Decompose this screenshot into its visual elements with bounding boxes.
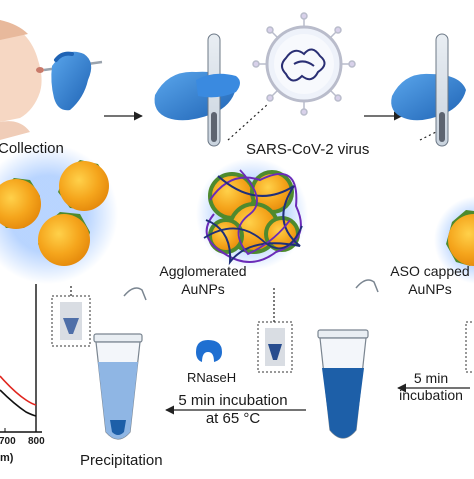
label-incubation-65c: 5 min incubation at 65 °C [158, 392, 308, 428]
microtube-precipitation [93, 287, 147, 440]
axis-tick-800: 800 [28, 436, 45, 447]
sample-tube-glove-right [391, 33, 466, 147]
cuvette-photo-left [51, 295, 91, 347]
label-precipitation: Precipitation [80, 452, 163, 469]
label-agglomerated-line2: AuNPs [181, 281, 225, 297]
cuvette-photo-right [465, 321, 474, 373]
sars-cov-2-virus-icon [252, 12, 356, 116]
dispersed-aunps-left [0, 144, 118, 284]
label-aso-line1: ASO capped [390, 263, 470, 279]
label-aso-capped-aunps: ASO capped AuNPs [384, 262, 474, 298]
dotted-leader-virus [227, 103, 269, 141]
label-incubation-right-line2: incubation [399, 387, 463, 403]
swab-glove-left [43, 51, 103, 111]
aso-capped-aunp-right [434, 196, 474, 284]
rnaseh-enzyme-icon [196, 340, 222, 362]
label-incubation-right-line1: 5 min [413, 370, 449, 386]
label-sars-cov-2-virus: SARS-CoV-2 virus [246, 141, 370, 158]
label-collection: Collection [0, 140, 64, 157]
label-agglomerated-line1: Agglomerated [159, 263, 247, 279]
label-rnaseh: RNaseH [187, 370, 237, 385]
label-incubation-right: 5 min incubation [388, 370, 474, 404]
agglomerated-aunps-cluster [196, 158, 308, 270]
uv-vis-spectrum-plot [0, 284, 42, 433]
label-incubation-65-line2: at 65 °C [205, 410, 261, 427]
label-aso-line2: AuNPs [408, 281, 452, 297]
microtube-center [317, 279, 379, 439]
axis-unit-label: m) [0, 452, 14, 464]
patient-face-illustration [0, 20, 44, 140]
axis-tick-700: 700 [0, 436, 16, 447]
label-agglomerated-aunps: Agglomerated AuNPs [152, 262, 254, 298]
sample-tube-glove-center [154, 33, 240, 147]
cuvette-photo-center [257, 321, 293, 373]
dotted-leader-right-tube [419, 131, 437, 141]
label-incubation-65-line1: 5 min incubation [178, 392, 288, 409]
